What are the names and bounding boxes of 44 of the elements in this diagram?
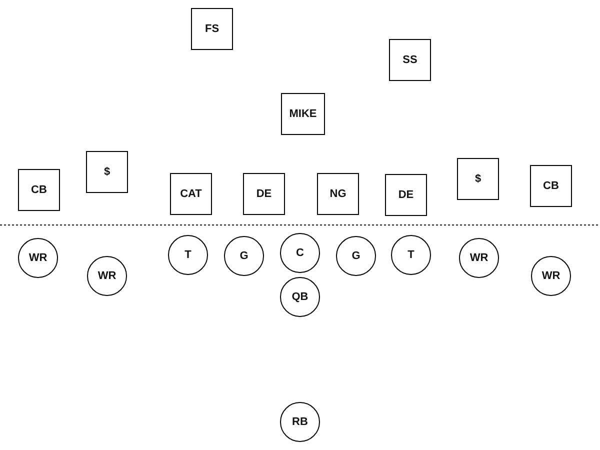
offensive-player-circle: [459, 238, 499, 278]
position-label: WR: [98, 270, 116, 282]
position-label: CB: [31, 184, 47, 196]
defender-square: [389, 39, 431, 81]
offensive-player-circle: [280, 277, 320, 317]
position-label: $: [474, 173, 482, 185]
defender-square: [457, 158, 499, 200]
position-label: FS: [204, 23, 220, 35]
position-label: CAT: [180, 188, 202, 200]
position-label: DE: [398, 189, 414, 201]
defender-square: [86, 151, 128, 193]
defender-square: [385, 174, 427, 216]
offensive-player-circle: [531, 256, 571, 296]
position-label: CB: [543, 180, 559, 192]
offensive-player-circle: [280, 233, 320, 273]
offensive-player-circle: [87, 256, 127, 296]
position-label: T: [184, 249, 192, 261]
position-label: NG: [330, 188, 346, 200]
position-label: WR: [470, 252, 488, 264]
position-label: WR: [28, 252, 48, 264]
position-label: G: [352, 250, 360, 262]
position-label: QB: [292, 291, 308, 303]
position-label: T: [408, 249, 414, 261]
defender-square: [170, 173, 212, 215]
position-label: G: [240, 250, 248, 262]
offensive-player-circle: [391, 235, 431, 275]
defender-square: [317, 173, 359, 215]
offensive-player-circle: [168, 235, 208, 275]
position-label: WR: [542, 270, 560, 282]
defender-square: [191, 8, 233, 50]
offensive-player-circle: [336, 236, 376, 276]
defender-square: [281, 93, 325, 135]
defender-square: [530, 165, 572, 207]
position-label: MIKE: [289, 108, 317, 120]
position-label: $: [104, 166, 110, 178]
defender-square: [18, 169, 60, 211]
offensive-player-circle: [224, 236, 264, 276]
position-label: C: [296, 247, 304, 259]
position-label: DE: [256, 188, 272, 200]
defender-square: [243, 173, 285, 215]
position-label: RB: [292, 416, 308, 428]
offensive-player-circle: [18, 238, 58, 278]
offensive-player-circle: [280, 402, 320, 442]
position-label: SS: [402, 54, 418, 66]
